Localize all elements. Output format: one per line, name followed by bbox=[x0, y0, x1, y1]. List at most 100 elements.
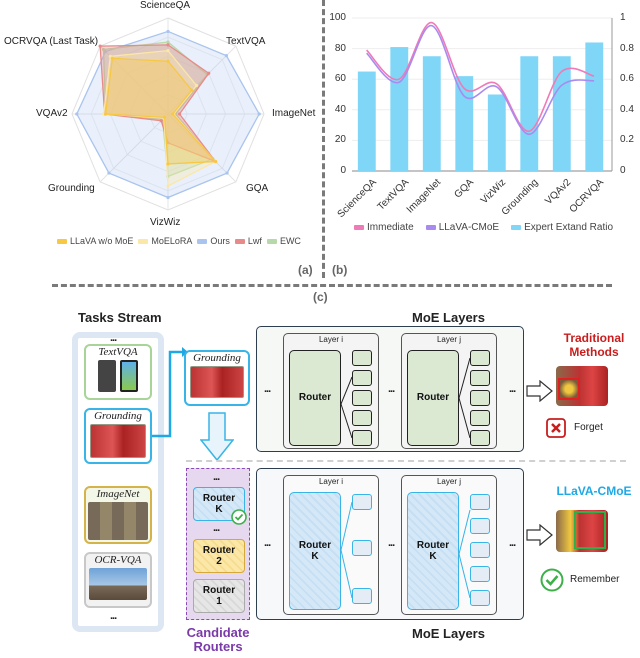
street-sign-image bbox=[89, 568, 147, 600]
bar bbox=[455, 76, 474, 171]
check-circle-icon bbox=[231, 509, 247, 525]
ellipsis-top: ... bbox=[110, 332, 117, 344]
task-card-imagenet[interactable]: ImageNet bbox=[84, 486, 152, 544]
check-circle-icon bbox=[540, 568, 564, 592]
legend-swatch bbox=[354, 225, 364, 230]
ellipsis-bottom: ... bbox=[110, 610, 117, 622]
traditional-methods-title: Traditional Methods bbox=[563, 331, 625, 359]
close-x-icon bbox=[546, 418, 566, 438]
task-card-textvqa[interactable]: TextVQA bbox=[84, 344, 152, 400]
expert bbox=[352, 370, 372, 386]
legend-label: LLaVA-CMoE bbox=[438, 222, 500, 233]
legend-swatch bbox=[197, 238, 208, 244]
bar bbox=[552, 56, 571, 171]
current-task-card[interactable]: Grounding bbox=[184, 350, 250, 406]
y2-tick-label: 0.6 bbox=[620, 73, 634, 85]
y-tick-label: 20 bbox=[334, 134, 346, 146]
bar bbox=[357, 71, 376, 171]
legend-swatch bbox=[266, 238, 277, 244]
line-llava-cmoe bbox=[366, 24, 595, 136]
router-k-bottom-j[interactable]: Router K bbox=[407, 492, 459, 610]
task-card-grounding[interactable]: Grounding bbox=[84, 408, 152, 464]
radar-axis-label: TextVQA bbox=[226, 36, 266, 47]
teddy-bear-image bbox=[190, 366, 244, 398]
separator-dashed bbox=[186, 460, 626, 462]
down-arrow-icon bbox=[200, 412, 234, 462]
candidate-router-2[interactable]: Router 2 bbox=[193, 539, 245, 573]
layer-i-bottom: Layer i Router K bbox=[283, 475, 379, 615]
task-card-ocrvqa[interactable]: OCR-VQA bbox=[84, 552, 152, 608]
radar-axis-label: VizWiz bbox=[150, 217, 181, 228]
moe-layers-bottom: ... ... ... Layer i Router K Layer j Rou… bbox=[256, 468, 524, 620]
expert bbox=[352, 494, 372, 510]
remember-label: Remember bbox=[570, 574, 620, 585]
y2-tick-label: 0.8 bbox=[620, 42, 634, 54]
expert bbox=[470, 350, 490, 366]
legend-label: EWC bbox=[279, 236, 301, 246]
moe-layers-title-top: MoE Layers bbox=[412, 310, 485, 325]
radar-axis-label: ImageNet bbox=[272, 108, 316, 119]
router-top-j[interactable]: Router bbox=[407, 350, 459, 446]
y2-tick-label: 0.2 bbox=[620, 134, 634, 146]
radar-axis-label: VQAv2 bbox=[36, 108, 68, 119]
legend-swatch bbox=[425, 225, 436, 230]
layer-j-top: Layer j Router bbox=[401, 333, 497, 449]
moe-layers-title-bottom: MoE Layers bbox=[412, 626, 485, 641]
teddy-bear-image bbox=[90, 424, 146, 458]
panel-label-c: (c) bbox=[313, 290, 328, 304]
y-tick-label: 80 bbox=[334, 42, 346, 54]
bar bbox=[390, 47, 409, 171]
diagram: Tasks Stream ... TextVQA Grounding Image… bbox=[0, 300, 640, 658]
right-arrow-icon bbox=[526, 380, 553, 402]
expert bbox=[352, 410, 372, 426]
legend-swatch bbox=[511, 225, 522, 230]
layer-i-top: Layer i Router bbox=[283, 333, 379, 449]
tasks-stream-title: Tasks Stream bbox=[78, 310, 162, 325]
y2-tick-label: 0.4 bbox=[620, 103, 634, 115]
y2-tick-label: 0 bbox=[620, 165, 626, 176]
router-top-i[interactable]: Router bbox=[289, 350, 341, 446]
y-tick-label: 60 bbox=[334, 73, 346, 85]
panel-label-a: (a) bbox=[298, 263, 313, 277]
legend-swatch bbox=[57, 238, 67, 244]
expert bbox=[352, 350, 372, 366]
expert bbox=[352, 588, 372, 604]
radar-axis-label: GQA bbox=[246, 183, 269, 194]
expert bbox=[470, 542, 490, 558]
imagenet-grid-image bbox=[88, 502, 148, 540]
legend-swatch bbox=[234, 238, 245, 244]
expert bbox=[470, 410, 490, 426]
expert bbox=[470, 566, 490, 582]
expert bbox=[470, 430, 490, 446]
forget-image bbox=[556, 366, 608, 406]
expert bbox=[470, 494, 490, 510]
legend-label: LLaVA w/o MoE bbox=[70, 236, 134, 246]
y-tick-label: 0 bbox=[340, 165, 346, 176]
layer-j-bottom: Layer j Router K bbox=[401, 475, 497, 615]
expert bbox=[352, 390, 372, 406]
line-immediate bbox=[366, 21, 595, 133]
bar bbox=[422, 56, 441, 171]
candidate-router-1[interactable]: Router 1 bbox=[193, 579, 245, 613]
candidate-routers-title: Candidate Routers bbox=[186, 625, 250, 655]
divider-horizontal bbox=[52, 284, 612, 287]
legend-swatch bbox=[138, 238, 149, 244]
expert bbox=[470, 590, 490, 606]
bar bbox=[585, 42, 604, 172]
expert bbox=[470, 390, 490, 406]
phones-image bbox=[94, 360, 142, 394]
radar-axis-label: OCRVQA (Last Task) bbox=[4, 36, 99, 47]
router-k-bottom-i[interactable]: Router K bbox=[289, 492, 341, 610]
y-tick-label: 40 bbox=[334, 103, 346, 115]
legend-label: Expert Extand Ratio bbox=[524, 222, 614, 233]
expert bbox=[352, 430, 372, 446]
candidate-routers-panel: ... Router K ... Router 2 Router 1 bbox=[186, 468, 250, 620]
llava-cmoe-title: LLaVA-CMoE bbox=[556, 484, 632, 498]
right-arrow-icon bbox=[526, 524, 553, 546]
expert bbox=[470, 370, 490, 386]
bar bbox=[487, 94, 506, 171]
